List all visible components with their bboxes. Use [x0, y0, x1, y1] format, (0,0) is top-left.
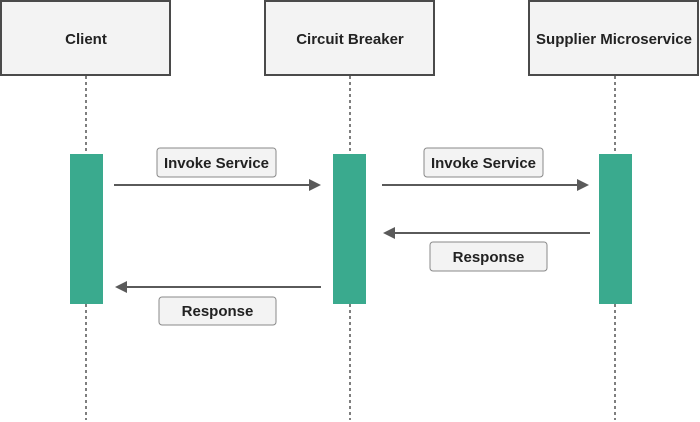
message-label-text: Invoke Service [431, 155, 536, 172]
message-response-2: Response [115, 281, 321, 326]
message-label-box [158, 296, 277, 326]
message-invoke-service-1: Invoke Service [114, 147, 321, 191]
message-label-text: Invoke Service [164, 155, 269, 172]
arrow-right-icon [577, 179, 589, 191]
participant-label-supplier-microservice: Supplier Microservice [536, 31, 692, 48]
participant-label-circuit-breaker: Circuit Breaker [296, 31, 404, 48]
activation-bar-client [70, 154, 103, 304]
participant-box-supplier-microservice [528, 0, 699, 76]
arrow-left-icon [115, 281, 127, 293]
message-label-text: Response [453, 249, 525, 266]
message-label-box [429, 241, 548, 272]
arrow-left-icon [383, 227, 395, 239]
participant-box-client [0, 0, 171, 76]
participant-circuit-breaker: Circuit Breaker [264, 0, 435, 76]
participant-label-client: Client [65, 31, 107, 48]
message-label-text: Response [182, 303, 254, 320]
participant-client: Client [0, 0, 171, 76]
participant-box-circuit-breaker [264, 0, 435, 76]
message-label-box [423, 147, 544, 178]
message-invoke-service-2: Invoke Service [382, 147, 589, 191]
message-label-box [156, 147, 277, 178]
activation-bar-supplier-microservice [599, 154, 632, 304]
arrow-right-icon [309, 179, 321, 191]
activation-bar-circuit-breaker [333, 154, 366, 304]
participant-supplier-microservice: Supplier Microservice [528, 0, 699, 76]
message-response-1: Response [383, 227, 590, 272]
